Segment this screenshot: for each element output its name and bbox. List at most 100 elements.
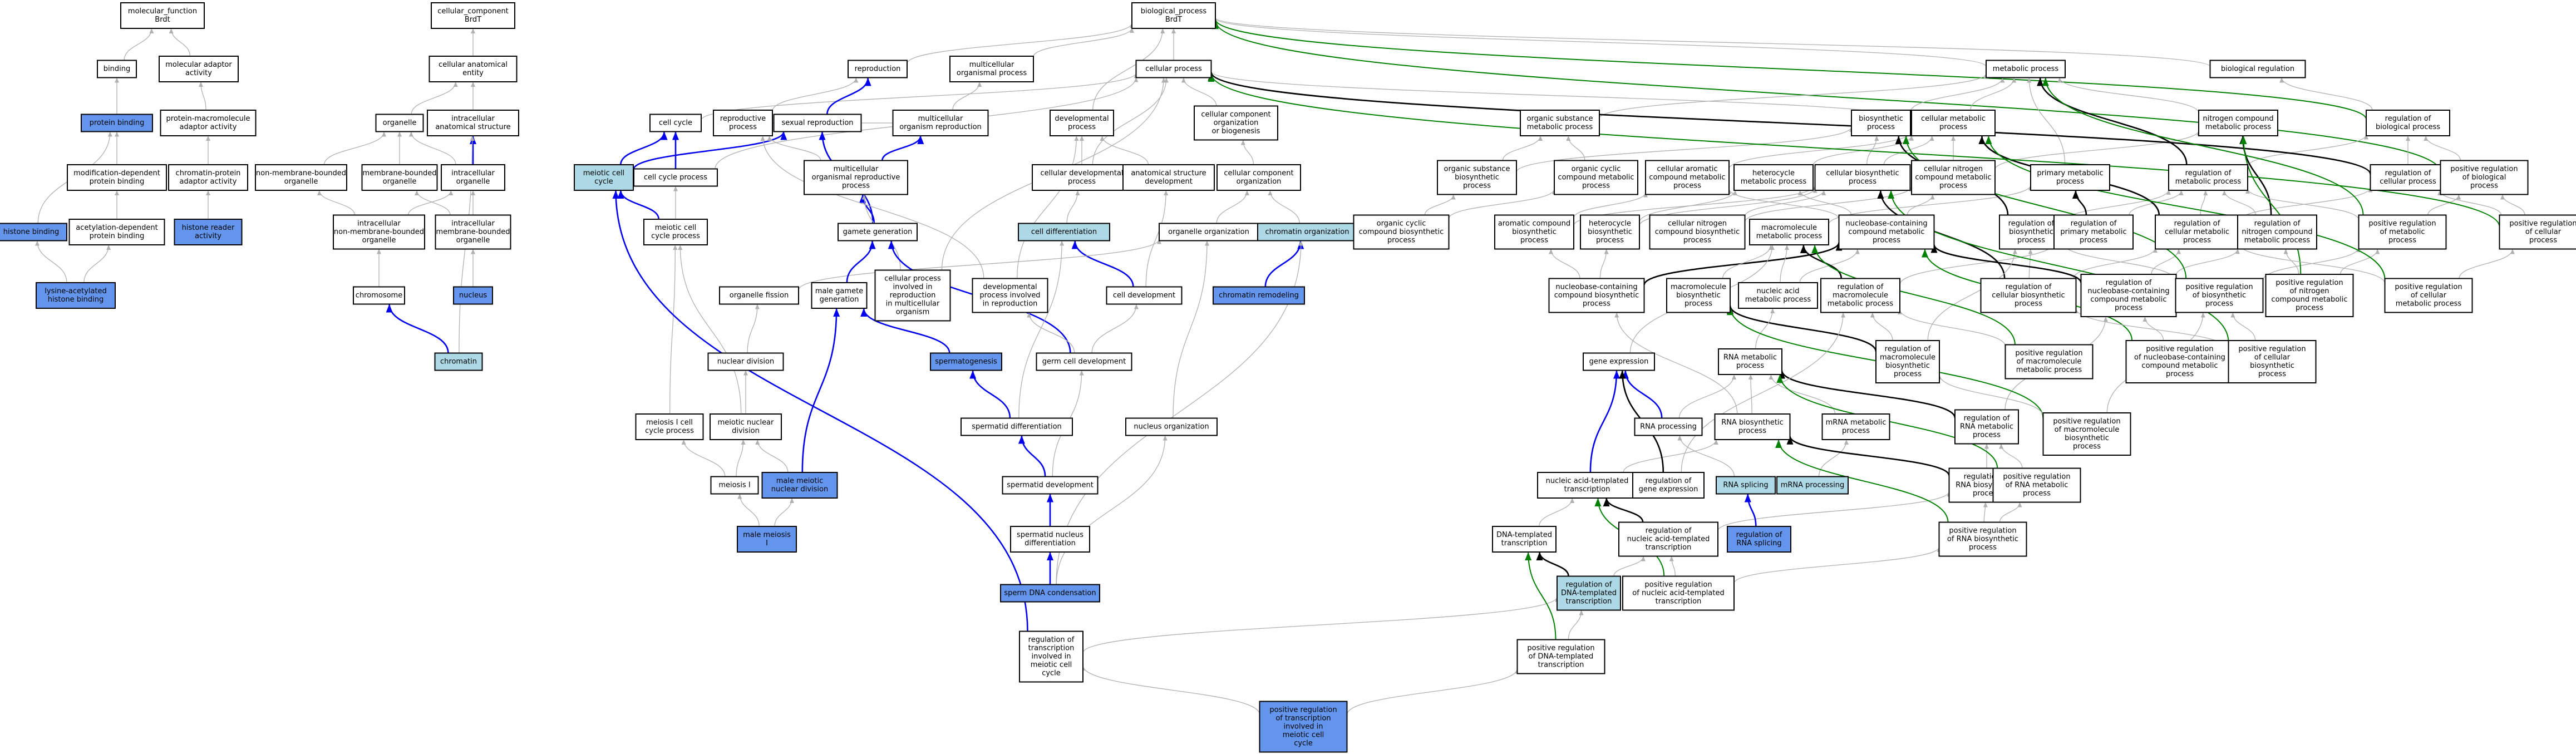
node-cell-cycle[interactable]: cell cycle [649, 114, 702, 132]
node-sperm-dna-condensation[interactable]: sperm DNA condensation [1000, 584, 1100, 603]
node-gamete-generation[interactable]: gamete generation [838, 223, 918, 242]
node-binding[interactable]: binding [97, 60, 137, 78]
node-rna-processing[interactable]: RNA processing [1634, 417, 1703, 436]
node-spermatid-differentiation[interactable]: spermatid differentiation [961, 417, 1073, 436]
node-nuclear-division[interactable]: nuclear division [707, 352, 784, 371]
node-rna-splicing[interactable]: RNA splicing [1716, 476, 1776, 495]
node-cellular-process[interactable]: cellular process [1135, 60, 1212, 78]
node-regulation-macromolecule-biosynthetic[interactable]: regulation ofmacromoleculebiosyntheticpr… [1875, 340, 1940, 383]
node-metabolic-process[interactable]: metabolic process [1986, 60, 2066, 78]
node-nucleus-organization[interactable]: nucleus organization [1125, 417, 1218, 436]
node-chromatin-remodeling[interactable]: chromatin remodeling [1213, 286, 1305, 305]
node-mrna-processing[interactable]: mRNA processing [1776, 476, 1849, 495]
node-cell-development[interactable]: cell development [1106, 286, 1183, 305]
node-organelle[interactable]: organelle [375, 114, 424, 132]
node-cell-differentiation[interactable]: cell differentiation [1018, 223, 1110, 242]
node-spermatid-development[interactable]: spermatid development [1002, 476, 1099, 495]
node-histone-binding[interactable]: histone binding [0, 223, 67, 242]
node-chromatin[interactable]: chromatin [434, 352, 483, 371]
node-organelle-organization[interactable]: organelle organization [1159, 223, 1259, 242]
node-chromosome[interactable]: chromosome [353, 286, 405, 305]
node-meiosis-i[interactable]: meiosis I [710, 476, 759, 495]
node-spermatogenesis[interactable]: spermatogenesis [930, 352, 1002, 371]
node-intracellular-non-membrane[interactable]: intracellularnon-membrane-boundedorganel… [333, 214, 425, 250]
node-organelle-fission[interactable]: organelle fission [719, 286, 799, 305]
node-gene-expression[interactable]: gene expression [1583, 352, 1655, 371]
node-protein-binding[interactable]: protein binding [81, 114, 153, 132]
